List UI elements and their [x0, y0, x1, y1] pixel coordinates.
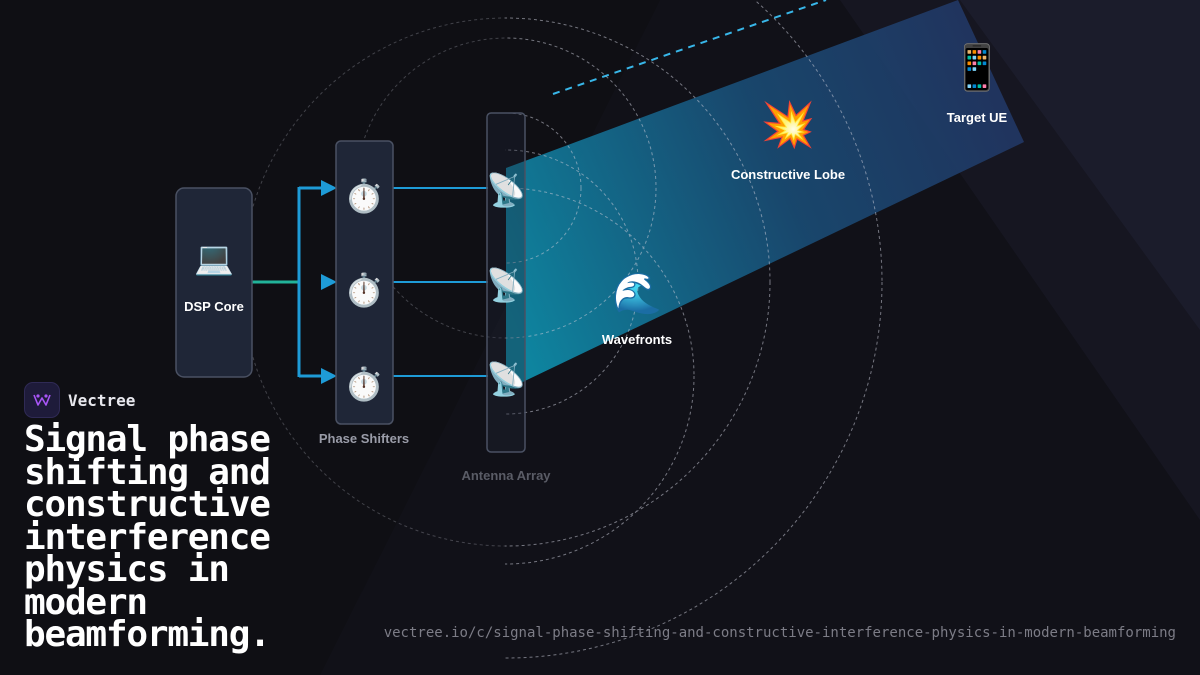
- constructive-lobe-label: Constructive Lobe: [731, 167, 845, 182]
- headline: Signal phase shifting and constructive i…: [24, 419, 271, 655]
- signal-split-connector: [252, 186, 324, 378]
- dsp-core-box: [175, 187, 253, 378]
- stopwatch-icon: ⏱️: [344, 177, 384, 215]
- phase-shifters-box: [335, 140, 394, 425]
- wavefronts-label: Wavefronts: [602, 332, 672, 347]
- brand-name: Vectree: [68, 390, 136, 410]
- stopwatch-icon: ⏱️: [344, 365, 384, 403]
- phase-shifters-label: Phase Shifters: [319, 431, 409, 446]
- satellite-antenna-icon: 📡: [486, 170, 526, 209]
- arrowhead-top: [321, 180, 337, 196]
- feed-lines: [393, 187, 488, 377]
- arrowhead-bottom: [321, 368, 337, 384]
- arrowhead-middle: [321, 274, 337, 290]
- stopwatch-icon: ⏱️: [344, 271, 384, 309]
- beam: [506, 0, 1024, 390]
- beam-direction-line: [552, 0, 827, 95]
- wave-icon: 🌊: [612, 270, 662, 317]
- collision-icon: 💥: [761, 100, 816, 151]
- antenna-array-box: [486, 112, 526, 453]
- mobile-phone-icon: 📱: [950, 43, 1005, 94]
- brand: Vectree: [24, 382, 135, 418]
- satellite-antenna-icon: 📡: [486, 359, 526, 398]
- arrowheads: [321, 180, 337, 384]
- laptop-icon: 💻: [194, 239, 234, 277]
- vectree-logo-icon: [24, 382, 60, 418]
- dsp-core-label: DSP Core: [184, 299, 244, 314]
- target-ue-label: Target UE: [947, 110, 1008, 125]
- antenna-array-label: Antenna Array: [461, 468, 551, 483]
- satellite-antenna-icon: 📡: [486, 265, 526, 304]
- page-url: vectree.io/c/signal-phase-shifting-and-c…: [383, 625, 1176, 641]
